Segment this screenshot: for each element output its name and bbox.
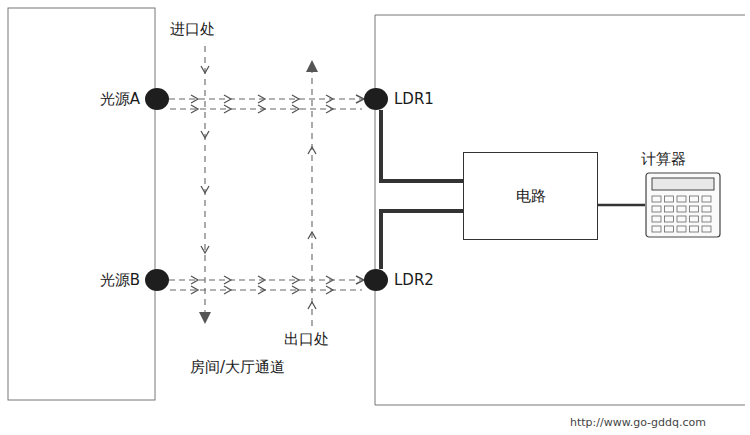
node-label: LDR1: [394, 90, 434, 108]
direction-chevron: [191, 105, 198, 113]
node-label: 光源B: [100, 271, 140, 289]
light-beam: [169, 279, 364, 280]
calculator-icon: [645, 172, 721, 238]
area-label: 出口处: [282, 330, 331, 348]
sensor-body: [364, 269, 388, 291]
node-label: 计算器: [641, 150, 686, 168]
signal-wire: [598, 204, 645, 207]
left-wall: [8, 8, 155, 400]
right-wall: [375, 15, 745, 405]
direction-chevron: [308, 232, 316, 239]
direction-chevron: [201, 131, 209, 138]
circuit-box: 电路: [463, 152, 598, 240]
light-source: 光源A: [100, 88, 169, 110]
node-label: LDR2: [394, 271, 434, 289]
node-label: 光源A: [100, 90, 140, 108]
node-label: 电路: [516, 187, 546, 205]
direction-chevron: [326, 286, 333, 294]
direction-chevron: [201, 66, 209, 73]
signal-wire: [381, 211, 463, 269]
light-source: 光源B: [100, 269, 169, 291]
watermark: http://www.go-gddq.com: [568, 414, 708, 432]
exit-path: [311, 66, 312, 326]
sensor-body: [145, 269, 169, 291]
ldr-sensor: LDR2: [364, 269, 434, 291]
direction-chevron: [292, 286, 299, 294]
direction-chevron: [258, 105, 265, 113]
sensor-body: [145, 88, 169, 110]
light-beam: [169, 98, 364, 99]
direction-chevron: [201, 186, 209, 193]
beam-and-path-marks: [170, 46, 362, 326]
direction-chevron: [258, 286, 265, 294]
direction-chevron: [224, 105, 231, 113]
direction-chevron: [191, 286, 198, 294]
direction-chevron: [224, 286, 231, 294]
direction-chevron: [326, 105, 333, 113]
calculator: 计算器: [645, 150, 721, 238]
direction-chevron: [308, 302, 316, 309]
direction-chevron: [292, 105, 299, 113]
entrance-path: [204, 46, 205, 318]
sensor-body: [364, 88, 388, 110]
ldr-sensor: LDR1: [364, 88, 434, 110]
direction-chevron: [201, 246, 209, 253]
signal-wire: [381, 110, 463, 181]
direction-chevron: [308, 147, 316, 154]
area-label: 进口处: [168, 20, 217, 38]
arrow-head: [306, 60, 318, 72]
arrow-head: [199, 312, 211, 324]
area-label: 房间/大厅通道: [188, 358, 287, 376]
